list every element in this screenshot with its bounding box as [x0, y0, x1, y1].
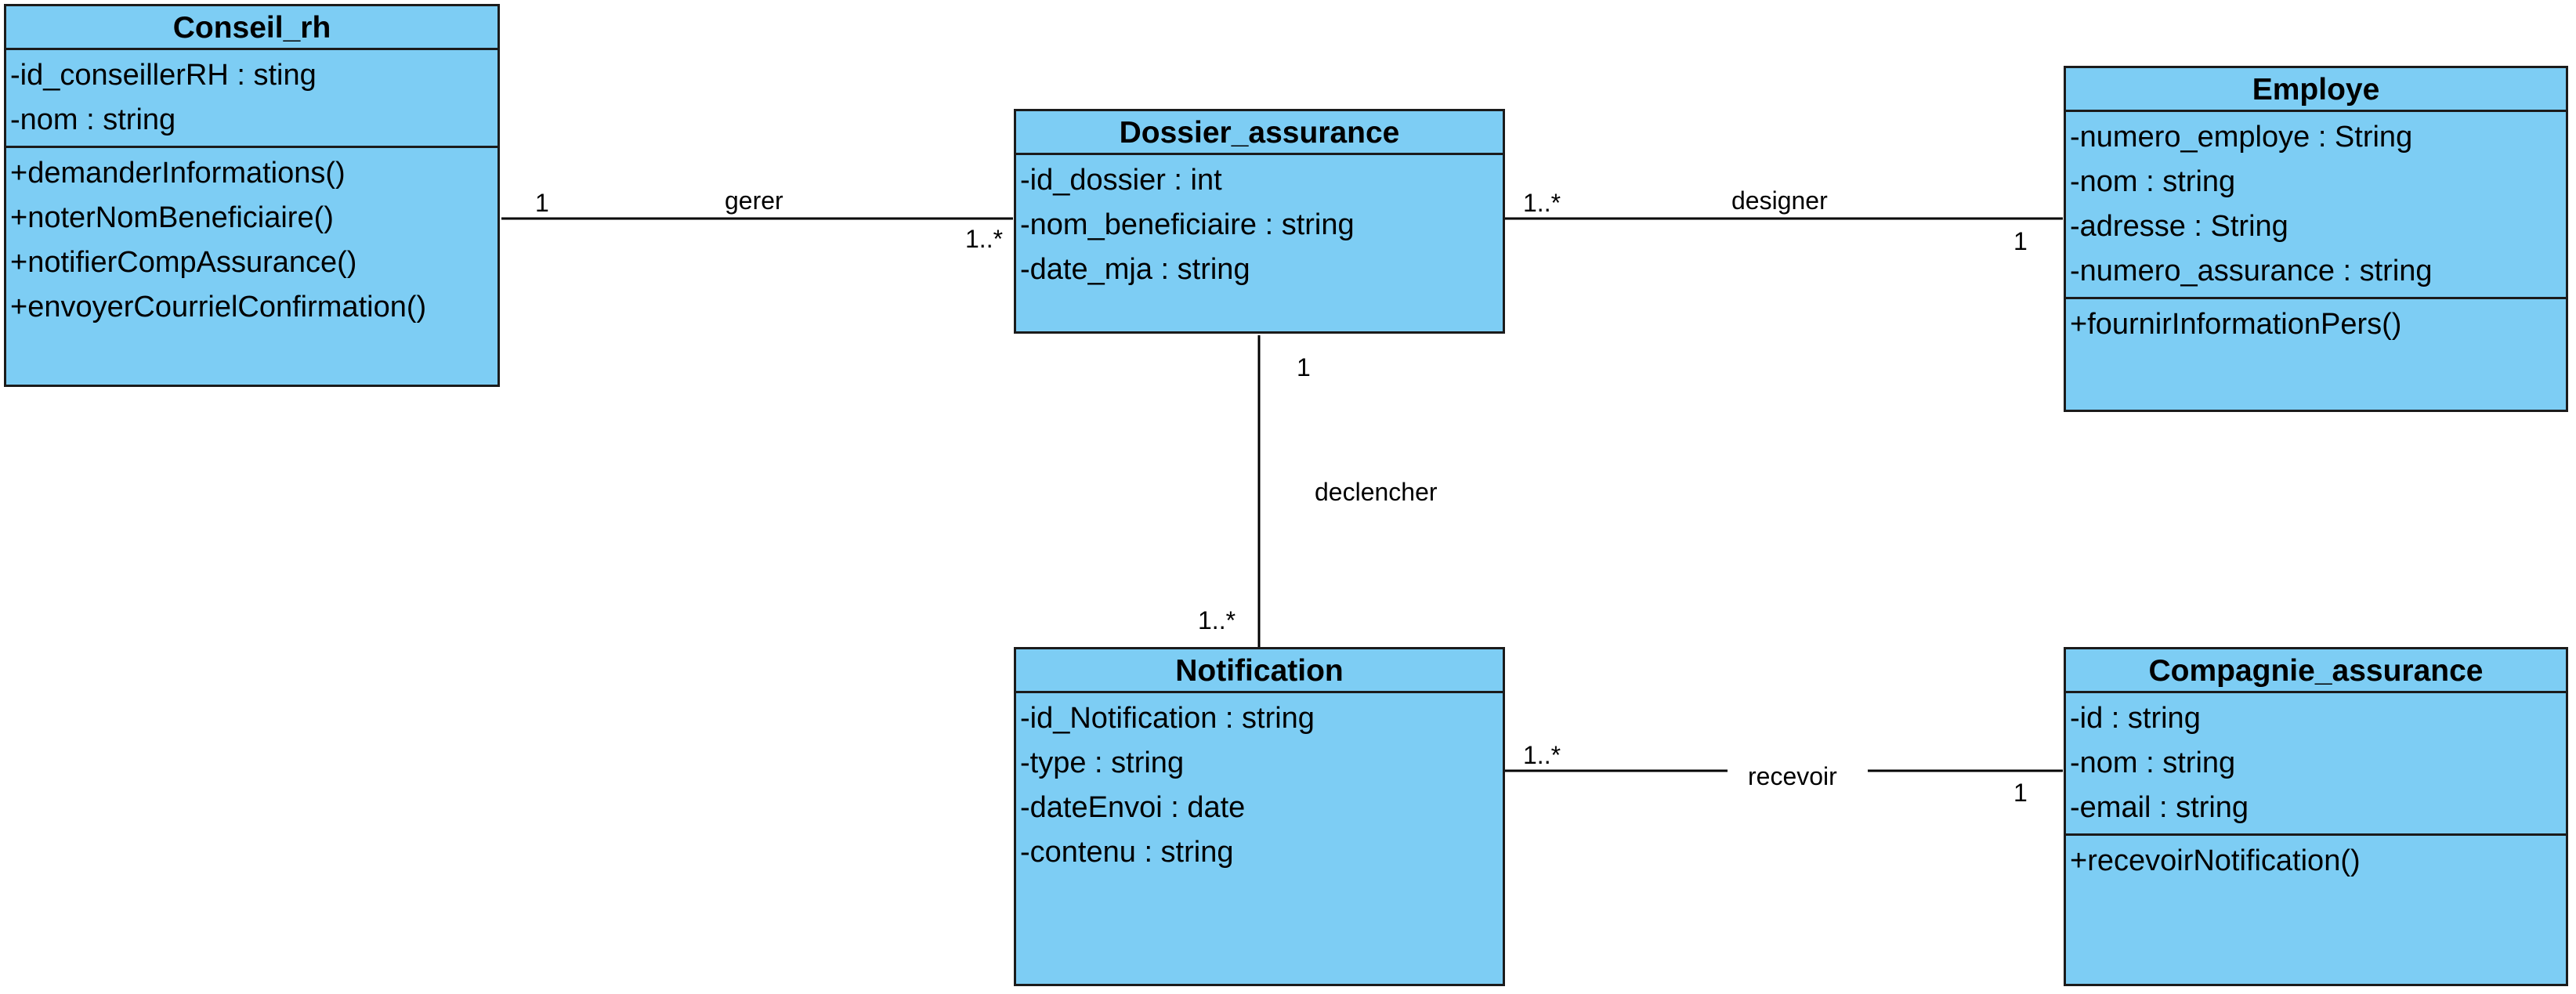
association-name-declencher: declencher: [1315, 478, 1438, 506]
attribute: -email : string: [2070, 791, 2249, 824]
attribute: -contenu : string: [1020, 836, 1234, 869]
operation: +demanderInformations(): [10, 157, 346, 190]
attribute: -numero_assurance : string: [2070, 255, 2433, 287]
attribute: -nom_beneficiaire : string: [1020, 208, 1355, 241]
attribute: -nom : string: [2070, 746, 2236, 779]
attributes-compartment: -numero_employe : String -nom : string -…: [2066, 112, 2566, 297]
attribute: -dateEnvoi : date: [1020, 791, 1246, 824]
class-name: Compagnie_assurance: [2066, 649, 2566, 693]
class-box-dossier-assurance[interactable]: Dossier_assurance -id_dossier : int -nom…: [1014, 109, 1505, 334]
attributes-compartment: -id_Notification : string -type : string…: [1016, 693, 1503, 878]
class-box-conseil-rh[interactable]: Conseil_rh -id_conseillerRH : sting -nom…: [4, 4, 500, 387]
attribute: -adresse : String: [2070, 210, 2288, 243]
multiplicity-recevoir-target: 1: [2013, 779, 2028, 807]
class-box-compagnie-assurance[interactable]: Compagnie_assurance -id : string -nom : …: [2064, 647, 2568, 986]
operations-compartment: +recevoirNotification(): [2066, 833, 2566, 887]
attribute: -id_Notification : string: [1020, 702, 1315, 735]
attribute: -id : string: [2070, 702, 2201, 735]
attributes-compartment: -id_dossier : int -nom_beneficiaire : st…: [1016, 155, 1503, 295]
attribute: -nom : string: [2070, 165, 2236, 198]
association-name-designer: designer: [1731, 186, 1828, 215]
attributes-compartment: -id_conseillerRH : sting -nom : string: [6, 50, 497, 146]
operation: +envoyerCourrielConfirmation(): [10, 291, 427, 324]
operation: +notifierCompAssurance(): [10, 246, 357, 279]
class-box-employe[interactable]: Employe -numero_employe : String -nom : …: [2064, 66, 2568, 412]
multiplicity-gerer-target: 1..*: [965, 225, 1004, 253]
operations-compartment: +demanderInformations() +noterNomBenefic…: [6, 146, 497, 333]
multiplicity-designer-source: 1..*: [1523, 189, 1561, 217]
class-box-notification[interactable]: Notification -id_Notification : string -…: [1014, 647, 1505, 986]
multiplicity-gerer-source: 1: [535, 189, 549, 217]
operation: +fournirInformationPers(): [2070, 308, 2402, 341]
class-name: Notification: [1016, 649, 1503, 693]
multiplicity-recevoir-source: 1..*: [1523, 741, 1561, 769]
operations-compartment: +fournirInformationPers(): [2066, 297, 2566, 350]
multiplicity-declencher-source: 1: [1297, 353, 1311, 381]
class-name: Employe: [2066, 68, 2566, 112]
attribute: -id_conseillerRH : sting: [10, 59, 317, 92]
operation: +recevoirNotification(): [2070, 844, 2361, 877]
class-name: Dossier_assurance: [1016, 111, 1503, 155]
attribute: -numero_employe : String: [2070, 121, 2413, 154]
class-name: Conseil_rh: [6, 6, 497, 50]
attribute: -date_mja : string: [1020, 253, 1250, 286]
multiplicity-declencher-target: 1..*: [1198, 606, 1236, 634]
association-name-recevoir: recevoir: [1748, 762, 1837, 790]
association-name-gerer: gerer: [725, 186, 783, 215]
attribute: -nom : string: [10, 103, 176, 136]
attribute: -id_dossier : int: [1020, 164, 1222, 197]
multiplicity-designer-target: 1: [2013, 227, 2028, 255]
attribute: -type : string: [1020, 746, 1185, 779]
operation: +noterNomBeneficiaire(): [10, 201, 334, 234]
attributes-compartment: -id : string -nom : string -email : stri…: [2066, 693, 2566, 833]
